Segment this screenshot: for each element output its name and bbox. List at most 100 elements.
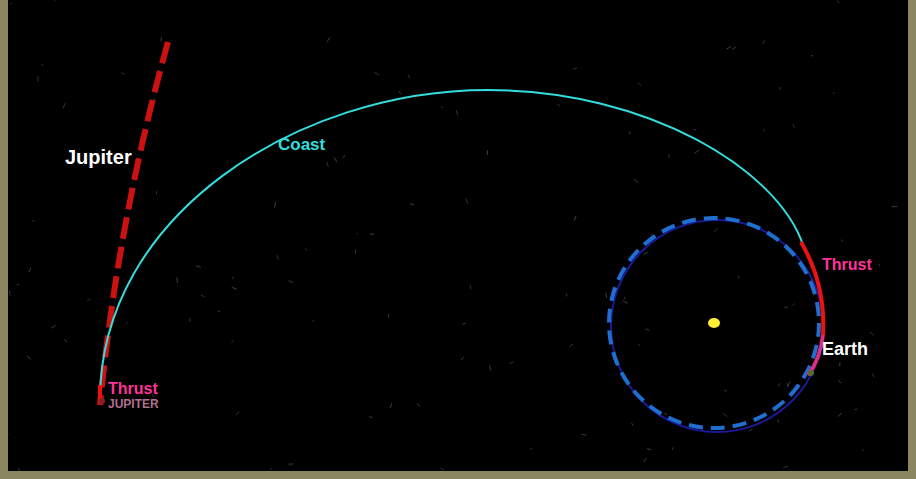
star-streak: [355, 249, 356, 253]
star-streak: [574, 216, 576, 221]
star-streak: [232, 276, 234, 279]
star-streak: [777, 419, 779, 423]
star-streak: [793, 303, 796, 305]
star-streak: [530, 448, 532, 450]
watermark-label: JUPITER: [108, 398, 159, 411]
star-streak: [723, 413, 727, 416]
star-streak: [763, 129, 765, 131]
phase-label: Thrust: [822, 256, 872, 274]
star-streak: [343, 155, 345, 158]
star-streak: [218, 310, 220, 312]
star-streak: [788, 381, 790, 386]
star-streak: [638, 83, 641, 86]
star-streak: [327, 162, 328, 166]
star-streak: [695, 150, 700, 153]
star-streak: [510, 362, 514, 363]
star-streak: [839, 362, 840, 366]
planet-label: Jupiter: [65, 146, 132, 168]
star-streak: [838, 413, 842, 417]
star-streak: [632, 423, 633, 426]
star-streak: [189, 318, 190, 322]
star-streak: [17, 284, 20, 286]
star-streak: [638, 344, 640, 345]
star-streak: [41, 64, 43, 65]
star-streak: [334, 157, 337, 162]
star-streak: [693, 129, 696, 130]
star-streak: [231, 340, 234, 342]
star-streak: [236, 412, 239, 415]
star-streak: [855, 408, 858, 410]
star-streak: [749, 429, 753, 432]
star-streak: [787, 383, 788, 387]
earth-dot: [808, 370, 814, 376]
star-streak: [327, 37, 330, 42]
star-streak: [570, 344, 573, 347]
star-streak: [466, 198, 468, 203]
star-streak: [714, 228, 717, 232]
star-streak: [410, 204, 414, 205]
star-streak: [732, 47, 735, 49]
earth-orbit: [609, 218, 819, 428]
star-streak: [793, 124, 794, 127]
star-streak: [312, 320, 314, 322]
jupiter-orbit: [100, 42, 168, 405]
star-streak: [672, 447, 674, 450]
star-streak: [196, 266, 201, 268]
star-streak: [305, 248, 307, 250]
star-streak: [462, 323, 465, 324]
star-streak: [605, 293, 607, 298]
star-streak: [647, 449, 651, 450]
phase-label: Coast: [278, 136, 325, 155]
thrust-arc-end: [808, 335, 823, 375]
star-streak: [153, 98, 155, 100]
star-streak: [872, 374, 874, 378]
star-streak: [629, 131, 631, 134]
jupiter-dot: [99, 398, 105, 404]
star-streak: [10, 3, 12, 4]
star-streak: [783, 466, 788, 467]
star-streak: [156, 191, 158, 194]
star-streak: [369, 417, 372, 418]
thrust-arc: [801, 242, 823, 375]
star-field: [8, 0, 897, 471]
coast-arc: [100, 90, 803, 400]
star-streak: [785, 306, 788, 307]
star-streak: [811, 55, 813, 56]
star-streak: [29, 268, 31, 272]
sun: [708, 318, 720, 328]
star-streak: [470, 285, 472, 289]
star-streak: [289, 281, 293, 283]
star-streak: [763, 40, 765, 44]
star-streak: [441, 468, 444, 470]
star-streak: [624, 297, 625, 300]
star-streak: [778, 383, 780, 386]
star-streak: [121, 73, 125, 74]
star-streak: [779, 87, 781, 90]
star-streak: [388, 314, 390, 318]
star-streak: [9, 291, 11, 296]
star-streak: [277, 255, 278, 260]
space-background: JupiterCoastThrustEarthThrustJUPITER: [8, 0, 908, 471]
star-streak: [870, 332, 874, 335]
star-streak: [274, 202, 276, 208]
star-streak: [581, 434, 587, 436]
star-streak: [461, 357, 464, 361]
star-streak: [270, 468, 272, 470]
star-streak: [201, 295, 204, 297]
star-streak: [487, 150, 488, 155]
phase-label: Thrust: [108, 380, 158, 398]
star-streak: [37, 76, 38, 81]
star-streak: [87, 299, 90, 301]
star-streak: [668, 154, 670, 158]
star-streak: [489, 366, 491, 371]
star-streak: [18, 468, 19, 471]
planet-label: Earth: [822, 340, 868, 360]
star-streak: [32, 220, 34, 222]
star-streak: [566, 294, 567, 297]
star-streak: [417, 403, 420, 406]
star-streak: [356, 233, 358, 235]
star-streak: [390, 403, 391, 408]
star-streak: [63, 103, 65, 109]
star-streak: [55, 0, 58, 1]
star-streak: [833, 92, 835, 94]
